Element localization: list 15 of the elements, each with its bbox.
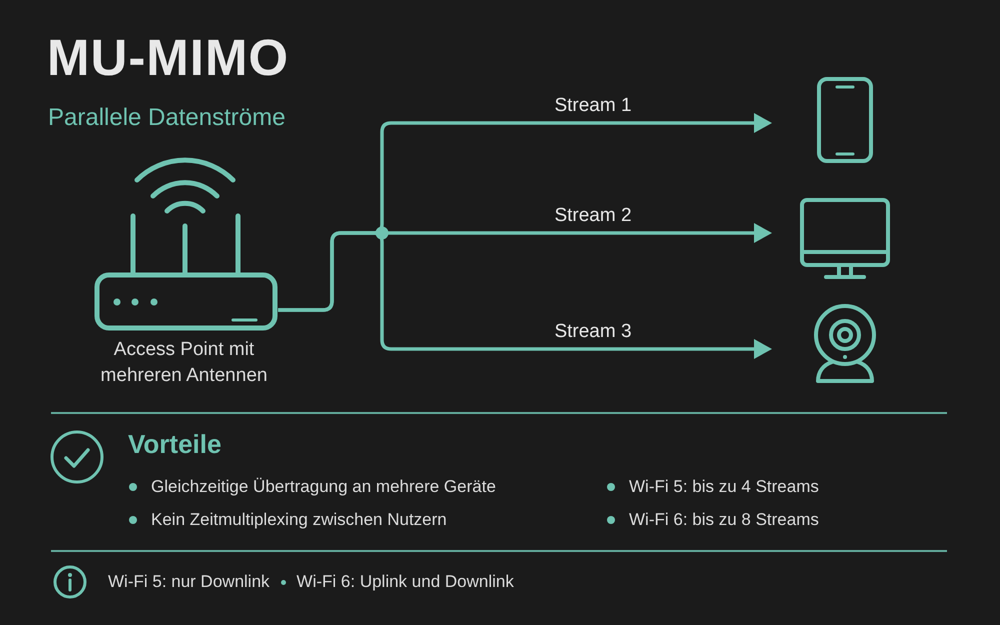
list-item-text: Wi-Fi 6: bis zu 8 Streams xyxy=(629,509,819,531)
monitor-icon xyxy=(798,196,892,280)
list-item-text: Gleichzeitige Übertragung an mehrere Geräte xyxy=(151,476,496,498)
title: MU-MIMO xyxy=(47,32,290,83)
note-text: Wi-Fi 5: nur Downlink xyxy=(108,571,270,593)
list-item-text: Kein Zeitmultiplexing zwischen Nutzern xyxy=(151,509,447,531)
webcam-icon xyxy=(812,302,878,384)
note-text: Wi-Fi 6: Uplink und Downlink xyxy=(296,571,514,593)
subtitle: Parallele Datenströme xyxy=(48,106,286,130)
list-item-text: Wi-Fi 5: bis zu 4 Streams xyxy=(629,476,819,498)
connector-arrow xyxy=(278,231,772,359)
smartphone-icon xyxy=(815,75,875,165)
router-icon xyxy=(94,156,278,332)
node-caption: Access Point mit mehreren Antennen xyxy=(100,338,268,388)
section-heading: Vorteile xyxy=(128,429,222,459)
